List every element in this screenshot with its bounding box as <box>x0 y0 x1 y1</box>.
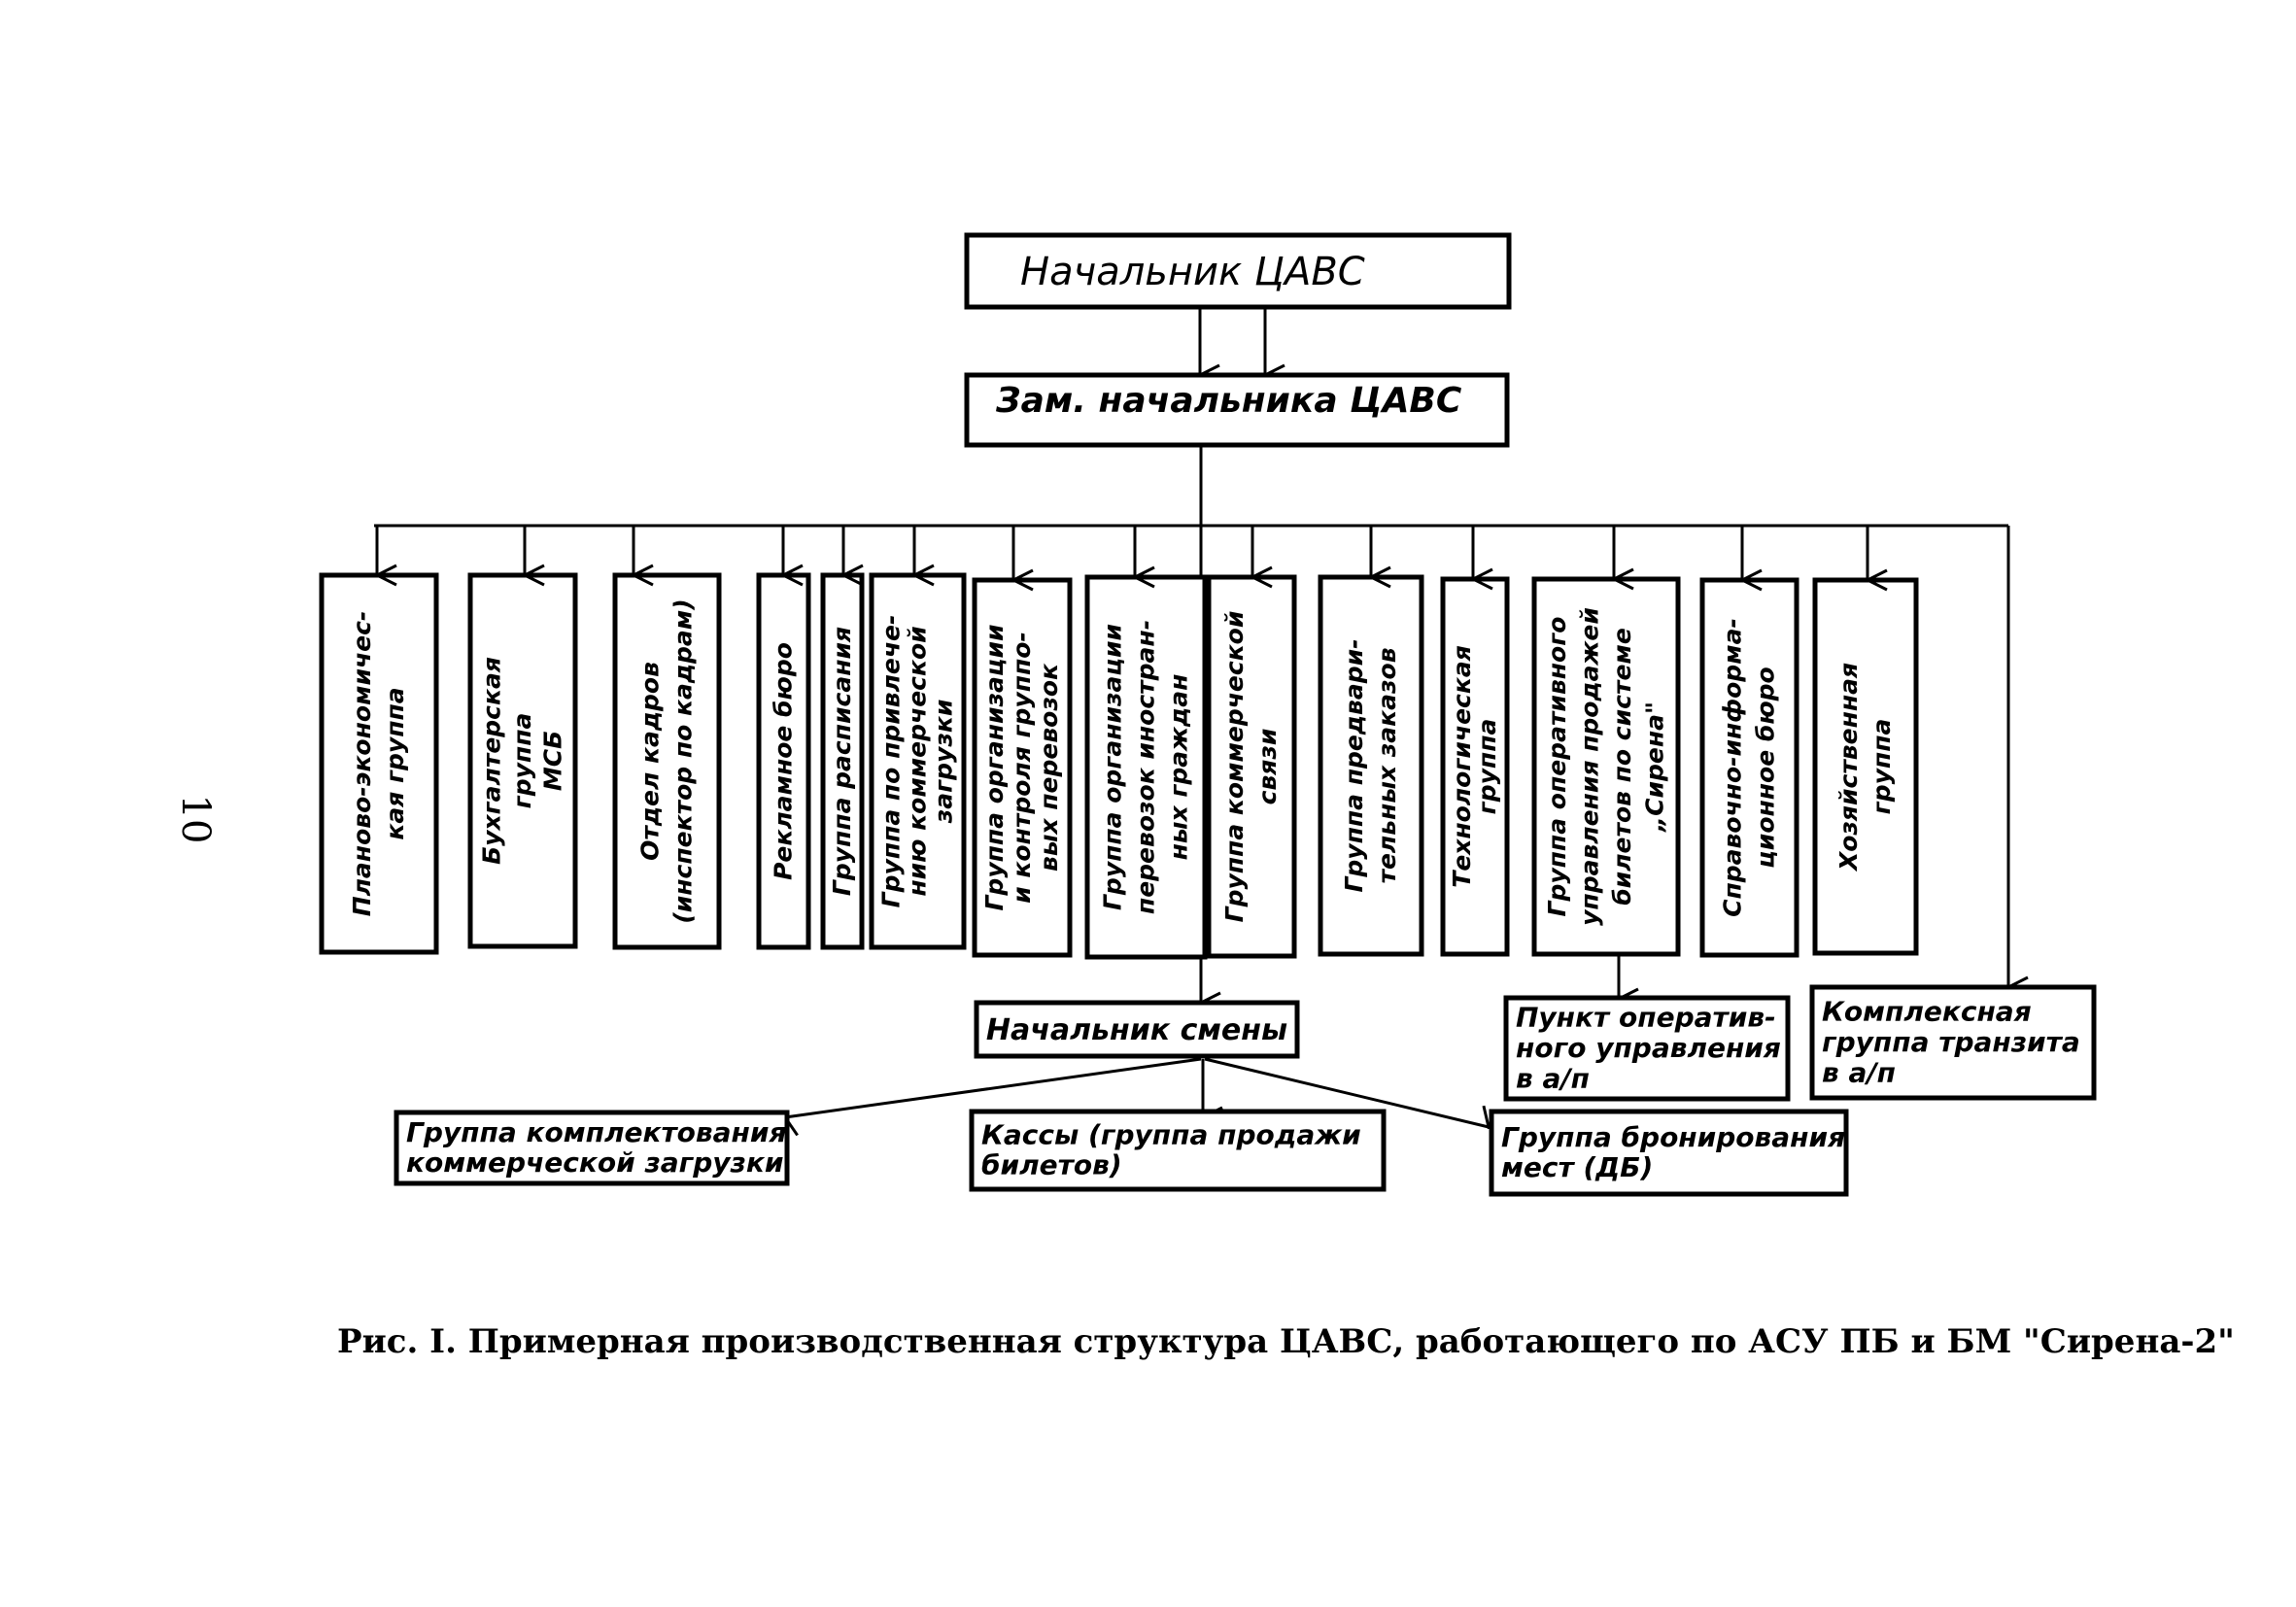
department-label-line: МСБ <box>538 731 566 791</box>
department-label-line: Группа оперативного <box>1543 617 1571 917</box>
department-label-line: „Сирена" <box>1640 701 1668 833</box>
department-label-line: Планово-экономичес- <box>348 611 376 917</box>
department-label-line: управления продажей <box>1575 607 1603 926</box>
department-label-line: Технологическая <box>1448 645 1476 887</box>
department-box-frame <box>1084 574 1208 960</box>
department-label-line: Бухгалтерская <box>478 657 506 865</box>
department-label-line: группа <box>1473 719 1501 815</box>
figure-caption: Рис. I. Примерная производственная струк… <box>337 1322 2235 1361</box>
department-label-line: Группа по привлече- <box>877 615 906 908</box>
operational-point-box-frame <box>1503 995 1791 1102</box>
department-label-line: загрузки <box>930 700 958 825</box>
shift-unit-box-label-line: Группа бронирования <box>1501 1121 1845 1153</box>
department-box: Группа предвари-тельных заказов <box>1318 574 1424 957</box>
department-box-frame <box>1812 577 1919 956</box>
department-label-line: тельных заказов <box>1373 647 1401 883</box>
department-label-line: Отдел кадров <box>636 662 665 861</box>
department-box: Рекламное бюро <box>756 572 811 950</box>
department-label-line: Группа организации <box>1099 624 1127 910</box>
shift-unit-box-frame <box>394 1110 790 1186</box>
department-box: Группа расписания <box>820 572 865 950</box>
shift-chief-title: Начальник смены <box>986 1013 1287 1047</box>
department-label-line: ных граждан <box>1165 674 1193 861</box>
department-label-line: кая группа <box>381 687 409 839</box>
page-number: 10 <box>173 795 218 844</box>
department-label-line: и контроля группо- <box>1008 632 1036 904</box>
department-label-line: группа <box>1868 719 1896 815</box>
department-box: Справочно-информа-ционное бюро <box>1699 577 1799 958</box>
department-box-frame <box>612 572 722 950</box>
transit-group-box-label-line: Комплексная <box>1822 996 2032 1028</box>
deputy-title: Зам. начальника ЦАВС <box>995 381 1462 421</box>
department-label-line: Группа предвари- <box>1340 638 1368 892</box>
transit-group-box-label-line: в а/п <box>1822 1056 1896 1088</box>
department-label-line: перевозок иностран- <box>1132 620 1160 914</box>
department-label-line: вых перевозок <box>1035 663 1063 872</box>
department-box: Отдел кадров(инспектор по кадрам) <box>612 572 722 950</box>
head-title: Начальник ЦАВС <box>1020 250 1365 294</box>
shift-unit-box-frame <box>1489 1109 1849 1197</box>
department-groups: Планово-экономичес-кая группа Бухгалтерск… <box>319 572 1919 960</box>
head-box <box>964 232 1512 310</box>
operational-point-box-label-line: в а/п <box>1516 1062 1590 1094</box>
department-label-line: (инспектор по кадрам) <box>669 598 698 923</box>
shift-unit-box-label-line: Кассы (группа продажи <box>981 1118 1361 1150</box>
department-box-frame <box>1318 574 1424 957</box>
shift-unit-box-label-line: Группа комплектования <box>406 1116 786 1148</box>
department-box: Планово-экономичес-кая группа <box>319 572 439 955</box>
department-label-line: нию коммерческой <box>904 626 932 896</box>
department-arrows <box>377 526 1868 580</box>
shift-unit-box-label-line: коммерческой загрузки <box>406 1146 783 1179</box>
department-label-line: группа <box>508 713 536 809</box>
shift-unit-box-label-line: мест (ДБ) <box>1501 1151 1653 1183</box>
shift-unit-box-frame <box>969 1109 1387 1192</box>
department-box: Группа по привлече-нию коммерческойзагру… <box>869 572 967 950</box>
shift-unit-box-label-line: билетов) <box>981 1149 1122 1181</box>
department-box-frame <box>1531 576 1681 957</box>
department-box-frame <box>319 572 439 955</box>
department-label-line: Группа коммерческой <box>1220 611 1249 923</box>
department-label-line: связи <box>1253 729 1282 805</box>
shift-chief-box <box>974 1000 1300 1059</box>
transit-group-box-frame <box>1809 984 2097 1101</box>
operational-point-box-label-line: ного управления <box>1516 1032 1781 1064</box>
department-label-line: Справочно-информа- <box>1719 618 1747 917</box>
department-label-line: Рекламное бюро <box>770 642 798 880</box>
shift-arrow-left <box>785 1057 1202 1117</box>
department-label-line: билетов по системе <box>1608 628 1636 906</box>
department-label-line: Хозяйственная <box>1834 663 1863 872</box>
department-box-frame <box>1440 576 1510 957</box>
department-box-frame <box>1206 574 1297 959</box>
operational-point-box-label-line: Пункт оператив- <box>1516 1002 1776 1034</box>
deputy-box <box>964 372 1510 448</box>
department-label-line: Группа расписания <box>828 627 856 896</box>
department-label-line: Группа организации <box>980 625 1009 911</box>
shift-arrow-right <box>1204 1057 1489 1127</box>
transit-group-box-label-line: группа транзита <box>1822 1026 2080 1058</box>
department-box-frame <box>1699 577 1799 958</box>
department-label-line: ционное бюро <box>1752 667 1780 868</box>
